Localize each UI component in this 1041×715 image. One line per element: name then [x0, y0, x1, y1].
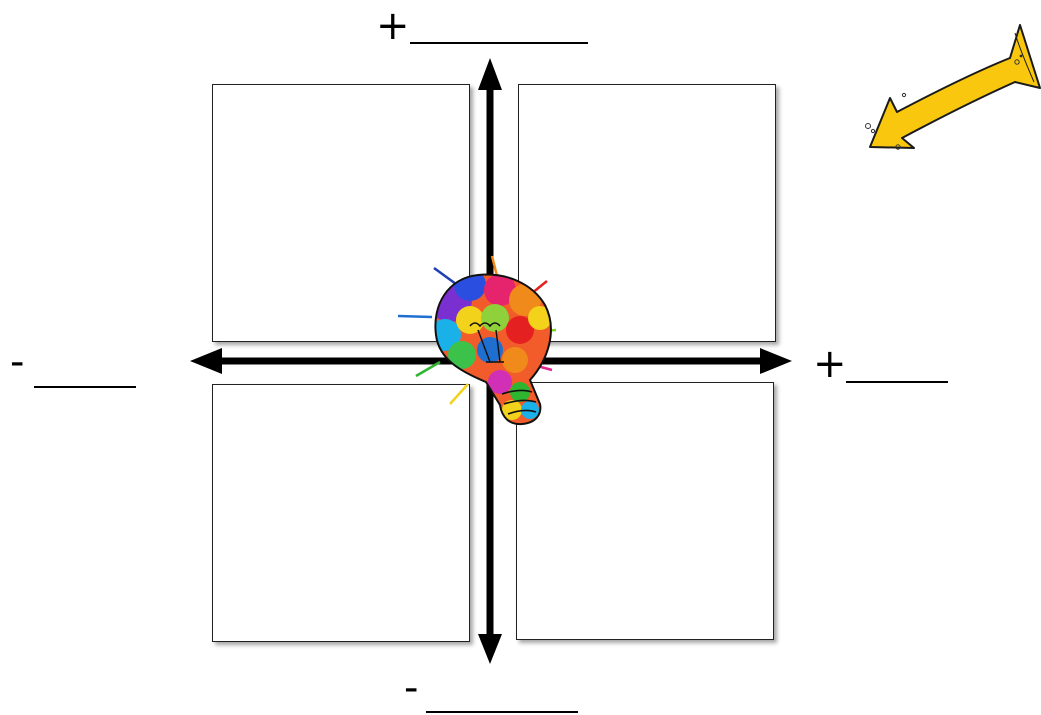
top-plus-sign: +	[376, 6, 410, 46]
top-blank-line[interactable]	[410, 42, 588, 44]
bottom-blank-line[interactable]	[426, 711, 578, 713]
right-plus-sign: +	[813, 344, 847, 384]
right-blank-line[interactable]	[846, 381, 948, 383]
left-blank-line[interactable]	[34, 386, 136, 388]
left-minus-sign: -	[10, 342, 24, 382]
bottom-minus-sign: -	[404, 668, 418, 708]
